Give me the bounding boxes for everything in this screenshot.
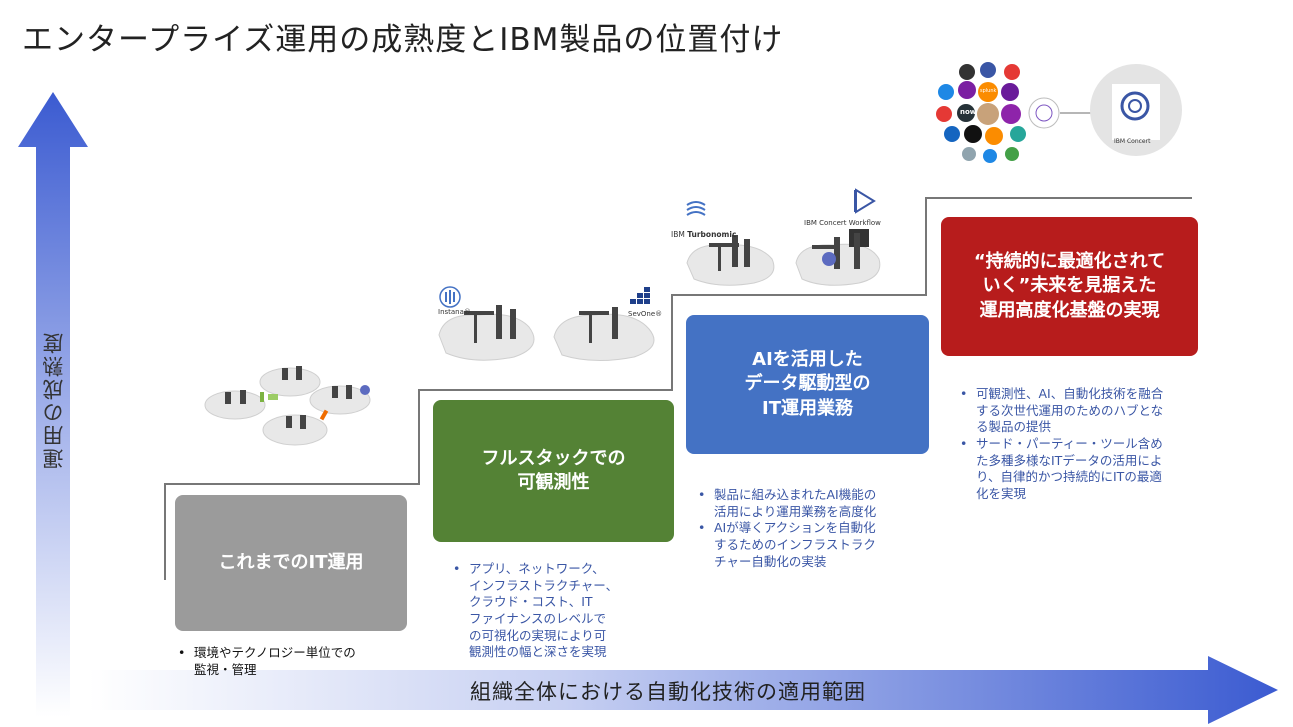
list-item: サード・パーティー・ツール含めた多種多様なITデータの活用により、自律的かつ持続… [958,436,1198,503]
turbonomic-logo-icon [686,201,706,216]
sevone-logo-icon [630,287,650,304]
concert-ring-icon [1090,64,1182,156]
stage4-box: “持続的に最適化されていく”未来を見据えた運用高度化基盤の実現 [941,217,1198,356]
play-logo-icon [854,188,876,214]
list-item: アプリ、ネットワーク、インフラストラクチャー、 クラウド・コスト、ITファイナン… [451,561,651,661]
x-axis-label: 組織全体における自動化技術の適用範囲 [470,680,866,704]
sevone-label: SevOne® [628,310,663,318]
stage2-box: フルスタックでの可観測性 [433,400,674,542]
page-title: エンタープライズ運用の成熟度とIBM製品の位置付け [22,22,784,58]
stage2-bullets: アプリ、ネットワーク、インフラストラクチャー、 クラウド・コスト、ITファイナン… [451,561,651,661]
stage1-scene-illustration [204,366,371,446]
instana-logo-icon [439,286,461,308]
concert-label: IBM Concert [1114,138,1151,145]
stage2-scene-illustration [438,305,655,362]
up-arrow-icon [18,92,88,717]
integrations-logo-cluster [936,62,1092,163]
logo-now: now [960,108,977,116]
instana-label: Instana® [438,308,471,316]
stage3-scene-illustration [686,229,881,286]
turbonomic-label: IBM Turbonomic [671,230,737,239]
stage1-box: これまでのIT運用 [175,495,407,631]
concert-workflow-label: IBM Concert Workflow [804,219,881,227]
logo-splunk: splunk [980,88,997,94]
